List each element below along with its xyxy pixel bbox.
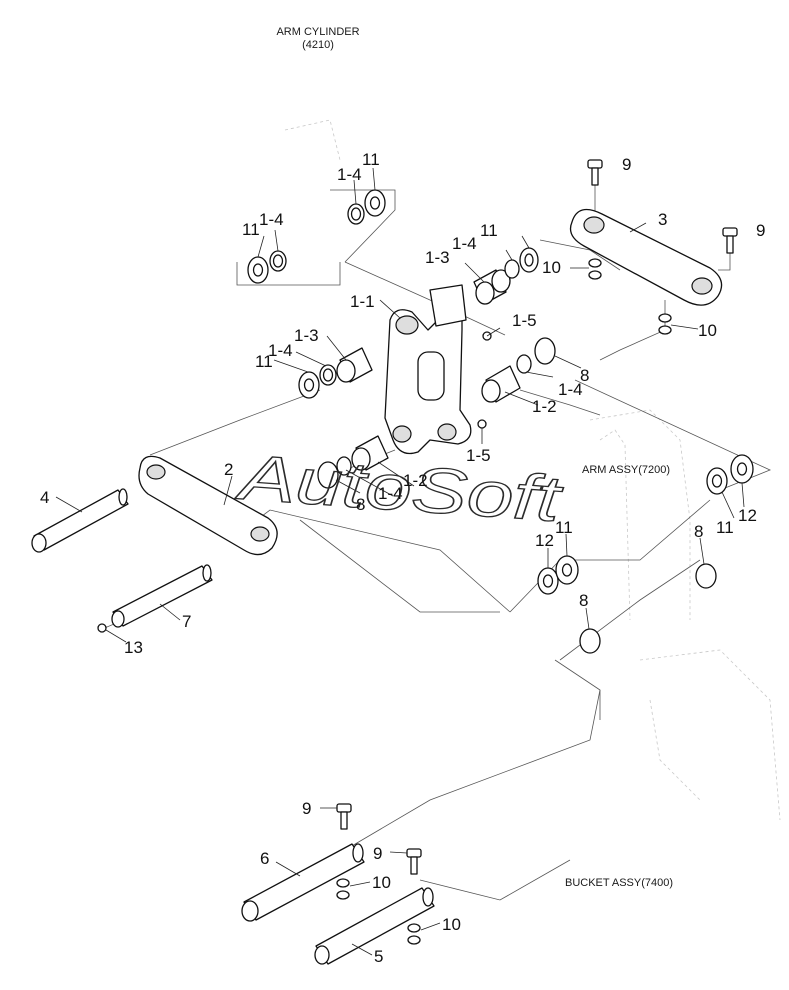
grease-fitting-1-5-b [477, 419, 487, 429]
callout-1-1: 1-1 [350, 292, 375, 311]
callout-10-b: 10 [698, 321, 717, 340]
callout-6: 6 [260, 849, 269, 868]
callout-9-top: 9 [622, 155, 631, 174]
washer-11-b-hole [369, 196, 381, 210]
nut-10-c [336, 878, 350, 900]
callout-8-a: 8 [580, 366, 589, 385]
callout-1-2-a: 1-2 [532, 397, 557, 416]
bolt-9-right [722, 227, 738, 254]
callout-1-4-e: 1-4 [558, 380, 583, 399]
bucket-side-washers [537, 555, 601, 654]
callout-11-c: 11 [480, 221, 498, 240]
washer-11-a-hole [252, 263, 264, 277]
bushing-group-right [481, 337, 556, 403]
callout-1-3-b: 1-3 [294, 326, 319, 345]
pin-5 [314, 887, 435, 965]
callout-8-b: 8 [356, 495, 365, 514]
callout-12-a: 12 [738, 506, 757, 525]
callout-13: 13 [124, 638, 143, 657]
bushing-group-upper [473, 247, 539, 305]
callout-3: 3 [658, 210, 667, 229]
leader-lines [55, 167, 745, 956]
grease-fitting-13 [97, 623, 107, 633]
callout-9-bottom-mid: 9 [373, 844, 382, 863]
grease-fitting-1-5-a [482, 327, 501, 341]
callout-10-c: 10 [372, 873, 391, 892]
seal-1-4-a-hole [272, 254, 284, 268]
callout-1-4-d: 1-4 [268, 341, 293, 360]
nut-10-a [588, 258, 602, 280]
arm-cylinder-washer-group [247, 189, 386, 284]
background-ghost-outlines [284, 119, 781, 821]
callout-11-a: 11 [242, 220, 260, 239]
arm-side-washers [695, 454, 754, 589]
callout-1-4-a: 1-4 [259, 210, 284, 229]
callout-5: 5 [374, 947, 383, 966]
callout-8-c: 8 [694, 522, 703, 541]
callout-4: 4 [40, 488, 49, 507]
bolt-9-bottom-mid [406, 848, 422, 875]
link-3 [569, 208, 723, 306]
callout-7: 7 [182, 612, 191, 631]
callout-labels: 9 9 3 11 1-4 1-4 11 1-3 1-4 11 10 10 1-1… [40, 150, 765, 966]
callout-1-2-b: 1-2 [403, 471, 428, 490]
callout-11-e: 11 [716, 518, 734, 537]
callout-11-f: 11 [555, 518, 573, 537]
bolt-9-bottom-left [336, 803, 352, 830]
callout-1-5-a: 1-5 [512, 311, 537, 330]
callout-1-4-c: 1-4 [452, 234, 477, 253]
callout-11-d: 11 [255, 352, 273, 371]
callout-1-5-b: 1-5 [466, 446, 491, 465]
main-link-1-1 [384, 284, 472, 455]
callout-10-a: 10 [542, 258, 561, 277]
callout-12-b: 12 [535, 531, 554, 550]
pin-6 [241, 843, 365, 922]
bushing-group-lower [317, 435, 389, 489]
nut-10-d [407, 923, 421, 945]
callout-11-b: 11 [362, 150, 380, 169]
caption-arm-cylinder: ARM CYLINDER [276, 26, 359, 38]
callout-10-d: 10 [442, 915, 461, 934]
callout-9-right: 9 [756, 221, 765, 240]
callout-1-4-b: 1-4 [337, 165, 362, 184]
seal-1-4-b-hole [350, 207, 362, 221]
callout-1-4-f: 1-4 [378, 484, 403, 503]
callout-1-3-a: 1-3 [425, 248, 450, 267]
caption-arm-assy: ARM ASSY(7200) [582, 464, 670, 476]
link-2 [138, 455, 278, 556]
nut-10-b [658, 313, 672, 335]
callout-9-bottom-left: 9 [302, 799, 311, 818]
bolt-9-top [587, 159, 603, 186]
pin-4 [31, 488, 129, 553]
pin-7 [111, 564, 213, 628]
caption-arm-cylinder-code: (4210) [302, 39, 334, 51]
callout-8-d: 8 [579, 591, 588, 610]
bushing-group-left [298, 347, 373, 399]
callout-2: 2 [224, 460, 233, 479]
caption-bucket-assy: BUCKET ASSY(7400) [565, 877, 673, 889]
